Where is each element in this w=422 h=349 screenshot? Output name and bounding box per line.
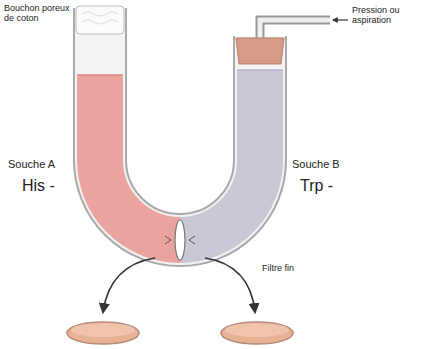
tube-wall — [100, 8, 260, 240]
air-pipe — [260, 20, 330, 40]
culture-b — [180, 70, 260, 240]
genotype-label: His - — [22, 177, 72, 195]
filter-label: Filtre fin — [262, 264, 322, 274]
genotype-label: Trp - — [300, 177, 360, 195]
strain-label: Souche A — [8, 158, 72, 170]
strain-label: Souche B — [292, 158, 362, 170]
cotton-plug — [76, 6, 124, 34]
fine-filter — [175, 220, 185, 260]
arrow-to-dish — [205, 258, 255, 312]
petri-dish — [67, 322, 139, 344]
cork-stopper — [236, 38, 284, 64]
tube-glass — [100, 8, 260, 240]
plug-label: Bouchon poreux de coton — [4, 4, 70, 24]
arrow-to-dish — [103, 258, 155, 312]
petri-dish — [221, 322, 293, 344]
pressure-label: Pression ou aspiration — [352, 6, 418, 26]
culture-a — [100, 75, 180, 240]
pressure-arrow — [333, 19, 348, 20]
